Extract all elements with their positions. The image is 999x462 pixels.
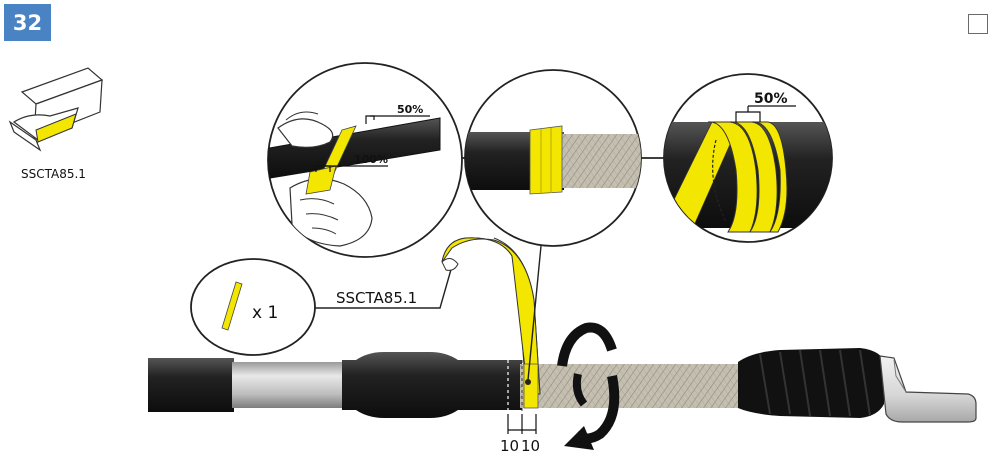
dimension-markers (507, 414, 537, 434)
detail-circle-overlap: 50% (663, 73, 833, 243)
tape-roll-kit-icon (8, 67, 104, 152)
dimension-label-first: 10 (500, 437, 519, 455)
cable-metal-sleeve (232, 362, 344, 408)
cable-insulation-joint (342, 352, 522, 418)
quantity-bubble: x 1 (190, 258, 316, 356)
tape-callout-label: SSCTA85.1 (336, 289, 417, 307)
quantity-text: x 1 (252, 303, 278, 323)
dimension-label-second: 10 (521, 437, 540, 455)
step-checkbox[interactable] (968, 14, 988, 34)
overlap-label-left: 50% (397, 103, 423, 116)
cable-lug (879, 355, 977, 423)
full-stretch-label: 100% (354, 153, 388, 166)
detail-circle-stretching: 50% 100% (267, 62, 463, 258)
callout-leader (334, 265, 453, 309)
main-cable (148, 348, 977, 423)
detail-leader-dot (525, 379, 531, 385)
cable-outer-sheath (148, 358, 234, 412)
tape-strip (441, 237, 541, 409)
kit-item-label: SSCTA85.1 (21, 167, 86, 181)
detail-circle-applied (464, 69, 642, 247)
step-number-badge: 32 (4, 4, 51, 41)
overlap-label-right: 50% (754, 91, 788, 107)
detail-leader (527, 245, 542, 381)
rotation-arrow-icon (557, 322, 620, 450)
